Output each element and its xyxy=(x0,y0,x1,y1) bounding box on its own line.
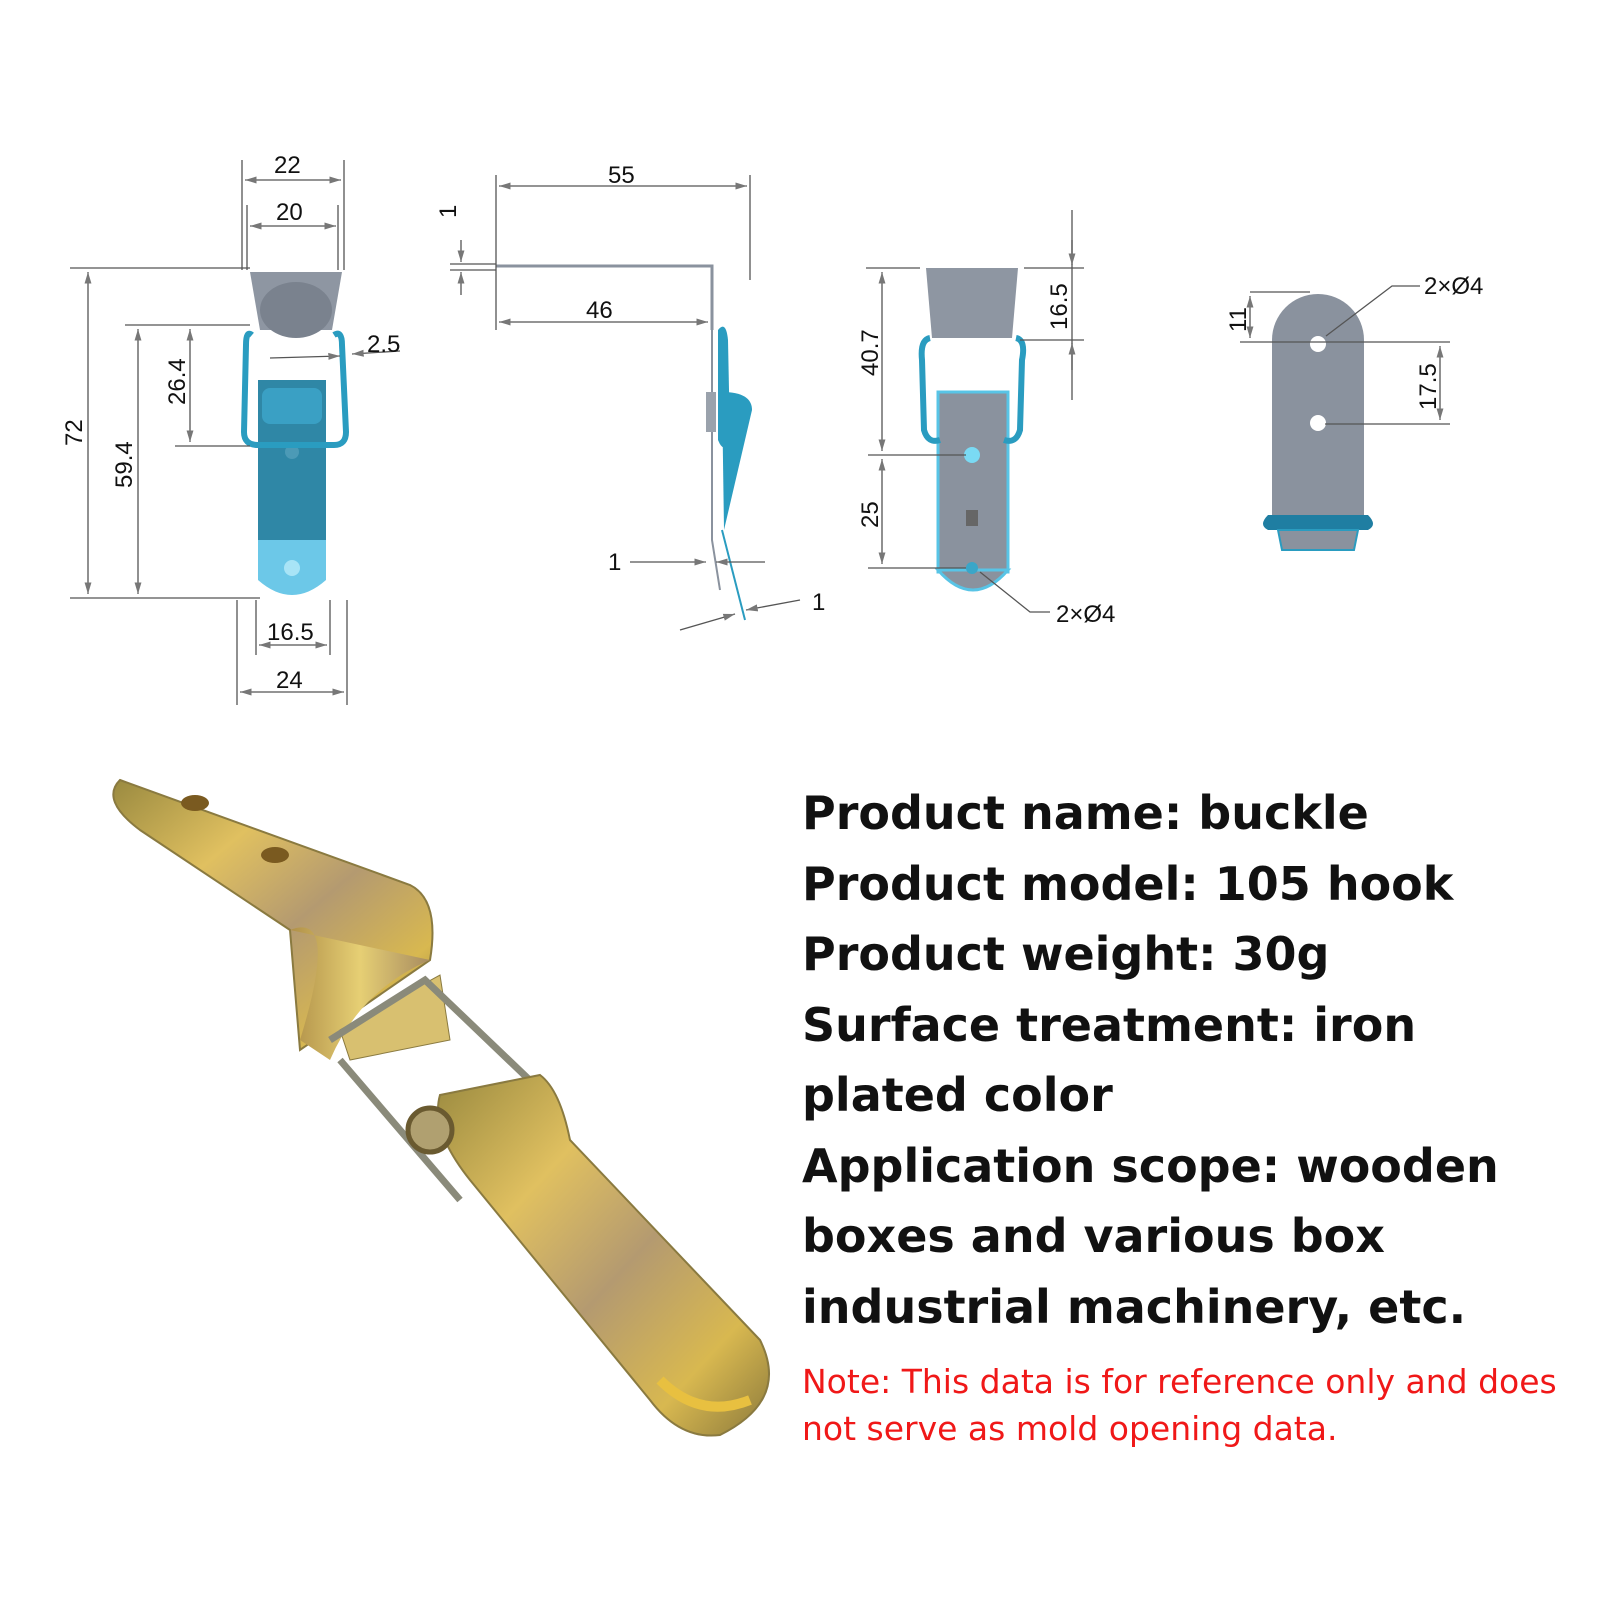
dim-hole-spacing-17-5: 17.5 xyxy=(1415,363,1442,410)
dim-thickness-1-top: 1 xyxy=(435,205,462,218)
dim-width-20: 20 xyxy=(276,199,303,226)
dim-edge-11: 11 xyxy=(1225,307,1252,332)
dim-length-46: 46 xyxy=(586,297,613,324)
dim-wire-2-5: 2.5 xyxy=(367,331,400,358)
catch-plate-view: 11 17.5 2×Ø4 xyxy=(1225,273,1483,551)
dim-height-40-7: 40.7 xyxy=(857,329,884,376)
back-view: 40.7 16.5 25 2×Ø4 xyxy=(857,210,1115,628)
spec-product-name: Product name: buckle xyxy=(802,786,1369,840)
dim-width-24: 24 xyxy=(276,667,303,694)
dim-height-59-4: 59.4 xyxy=(111,441,138,488)
dim-length-55: 55 xyxy=(608,162,635,189)
spec-product-weight: Product weight: 30g xyxy=(802,927,1330,981)
side-view: 55 1 46 1 1 xyxy=(435,162,825,631)
dim-thickness-1-bottom: 1 xyxy=(812,589,825,616)
spec-application-scope: Application scope: wooden boxes and vari… xyxy=(802,1138,1499,1334)
dim-hole-diameter: 2×Ø4 xyxy=(1056,601,1115,628)
product-photo-latch xyxy=(112,778,770,1437)
dim-thickness-1-mid: 1 xyxy=(608,549,621,576)
dim-height-72: 72 xyxy=(61,419,88,446)
front-view: 22 20 72 59.4 26.4 2.5 16.5 24 xyxy=(61,152,400,705)
dim-width-16-5: 16.5 xyxy=(267,619,314,646)
spec-surface-treatment: Surface treatment: iron plated color xyxy=(802,997,1417,1123)
disclaimer-note: Note: This data is for reference only an… xyxy=(802,1362,1557,1448)
dim-height-26-4: 26.4 xyxy=(164,358,191,405)
dim-width-22: 22 xyxy=(274,152,301,179)
dim-hole-spacing-25: 25 xyxy=(857,501,884,528)
dim-hole-diameter-catch: 2×Ø4 xyxy=(1424,273,1483,300)
dim-height-16-5: 16.5 xyxy=(1046,283,1073,330)
spec-product-model: Product model: 105 hook xyxy=(802,856,1454,911)
product-specs: Product name: buckle Product model: 105 … xyxy=(802,778,1582,1342)
